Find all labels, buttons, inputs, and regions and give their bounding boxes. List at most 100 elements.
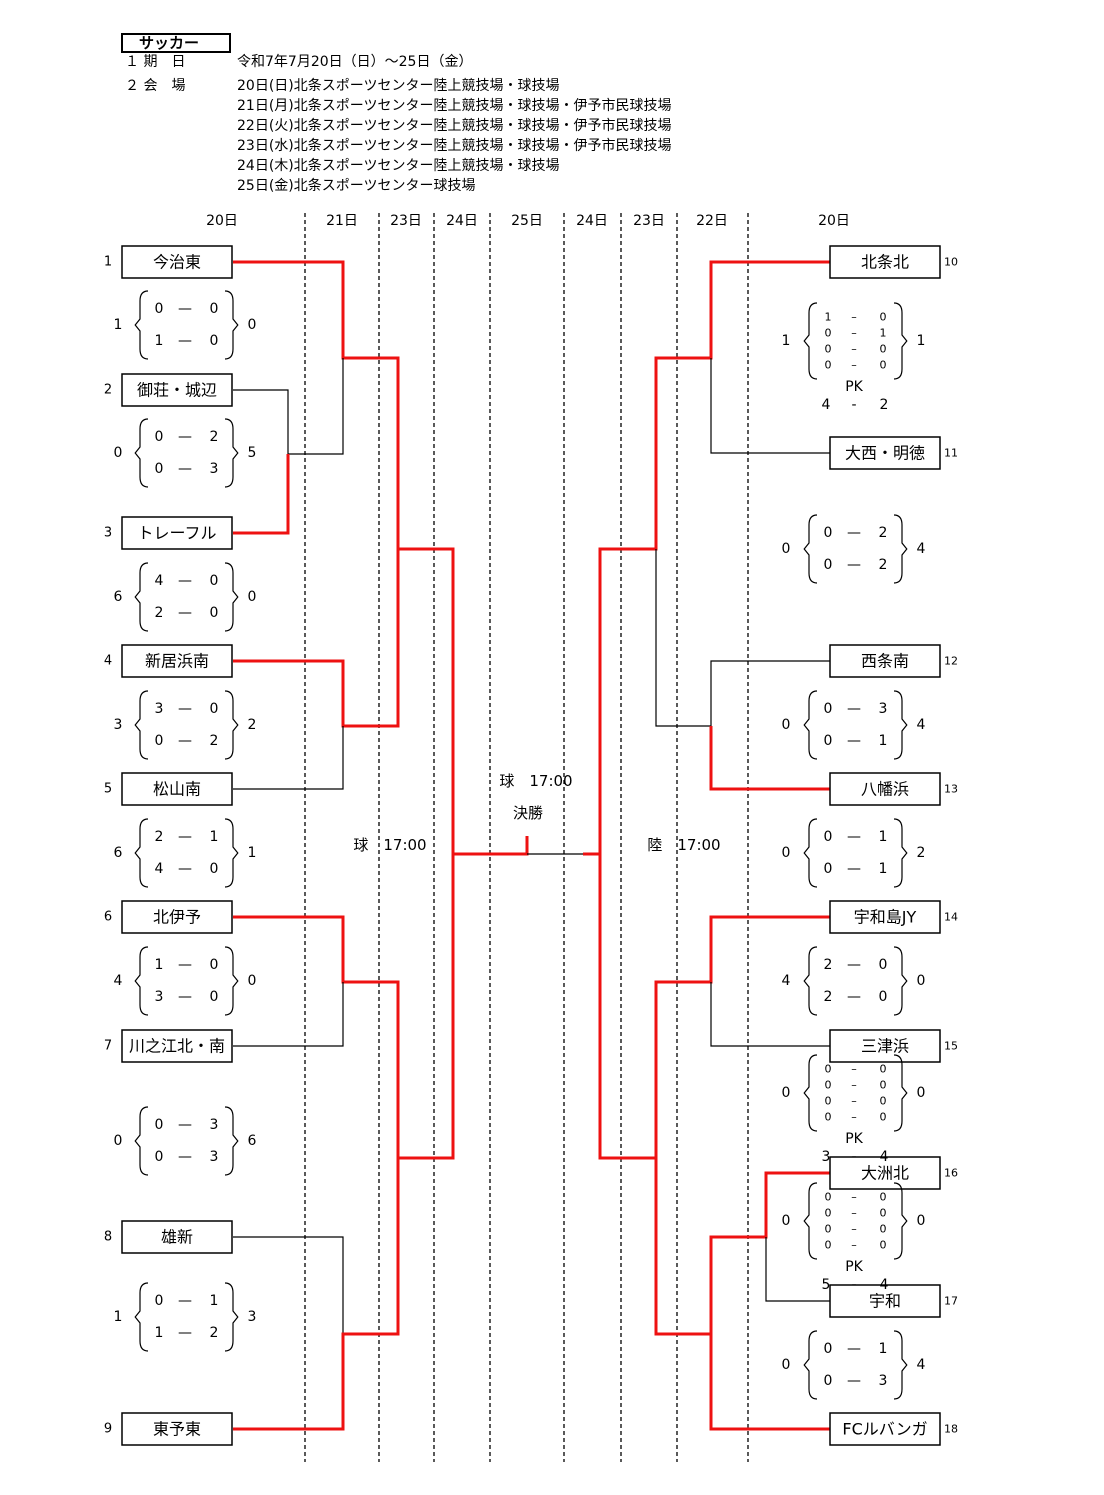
pk-label: PK <box>845 1259 863 1275</box>
score-dash: – <box>851 1239 857 1252</box>
bracket-paren-close <box>893 1330 908 1400</box>
venue-label: ２ 会 場 <box>125 78 186 94</box>
bracket-paren-close <box>224 1106 239 1176</box>
score-half-left: 0 <box>825 1095 832 1108</box>
score-dash: — <box>847 557 861 573</box>
bracket-paren-close <box>224 418 239 488</box>
score-total-left: 0 <box>782 1085 791 1101</box>
score-half-left: 0 <box>824 861 833 877</box>
score-half-right: 1 <box>210 829 219 845</box>
team-name: トレーフル <box>137 524 216 543</box>
score-dash: — <box>847 829 861 845</box>
team-number: 4 <box>104 654 112 669</box>
team-name: 北条北 <box>861 253 909 272</box>
score-dash: — <box>178 1293 192 1309</box>
day-header: 23日 <box>390 213 422 229</box>
score-total-left: 0 <box>114 1133 123 1149</box>
venue-line: 20日(日)北条スポーツセンター陸上競技場・球技場 <box>237 78 560 94</box>
bracket-line <box>765 1237 830 1302</box>
score-half-left: 0 <box>825 1191 832 1204</box>
score-half-left: 0 <box>155 301 164 317</box>
team-number: 5 <box>104 782 112 797</box>
team-number: 10 <box>944 256 958 269</box>
bracket-paren-close <box>893 690 908 760</box>
bracket-paren-close <box>224 818 239 888</box>
score-dash: — <box>178 605 192 621</box>
bracket-paren-open <box>803 1054 818 1132</box>
bracket-line <box>233 1236 344 1334</box>
score-half-right: 0 <box>210 989 219 1005</box>
team-name: 御荘・城辺 <box>137 381 217 400</box>
score-half-right: 0 <box>210 701 219 717</box>
score-total-right: 3 <box>248 1309 257 1325</box>
bracket-paren-close <box>893 514 908 584</box>
bracket-paren-close <box>893 302 908 380</box>
score-half-right: 3 <box>210 1149 219 1165</box>
score-half-left: 0 <box>155 733 164 749</box>
semifinal-right-time: 陸 17:00 <box>647 836 720 854</box>
score-half-right: 2 <box>879 525 888 541</box>
score-half-left: 3 <box>155 989 164 1005</box>
bracket-line <box>233 982 344 1047</box>
winner-line <box>233 854 455 1160</box>
score-half-left: 0 <box>824 525 833 541</box>
winner-line <box>233 1158 400 1431</box>
team-box <box>829 1029 941 1063</box>
score-half-left: 0 <box>824 1341 833 1357</box>
score-half-right: 1 <box>879 1341 888 1357</box>
bracket-paren-close <box>224 1282 239 1352</box>
score-half-right: 1 <box>210 1293 219 1309</box>
score-dash: — <box>178 573 192 589</box>
score-dash: — <box>847 1341 861 1357</box>
score-dash: — <box>847 701 861 717</box>
winner-line <box>233 454 290 535</box>
bracket-paren-open <box>803 946 818 1016</box>
team-name: 雄新 <box>161 1228 193 1247</box>
score-dash: – <box>851 1207 857 1220</box>
score-half-right: 0 <box>879 989 888 1005</box>
winner-line <box>709 726 830 791</box>
score-half-right: 0 <box>880 1223 887 1236</box>
score-total-right: 0 <box>917 1085 926 1101</box>
score-total-left: 6 <box>114 589 123 605</box>
score-half-right: 0 <box>880 359 887 372</box>
score-dash: — <box>178 1117 192 1133</box>
pk-score-right: 4 <box>880 1277 889 1293</box>
score-half-left: 1 <box>155 333 164 349</box>
team-number: 17 <box>944 1295 958 1308</box>
bracket-line <box>710 982 830 1047</box>
score-half-right: 1 <box>879 829 888 845</box>
score-total-right: 2 <box>248 717 257 733</box>
team-number: 9 <box>104 1422 112 1437</box>
bracket-paren-open <box>134 418 149 488</box>
bracket-paren-open <box>134 290 149 360</box>
pk-score-right: 2 <box>880 397 889 413</box>
team-number: 18 <box>944 1423 958 1436</box>
score-dash: — <box>847 957 861 973</box>
score-dash: — <box>178 829 192 845</box>
score-dash: – <box>851 343 857 356</box>
score-dash: — <box>178 333 192 349</box>
score-dash: – <box>851 1095 857 1108</box>
score-half-left: 0 <box>824 829 833 845</box>
score-half-left: 2 <box>824 989 833 1005</box>
bracket-paren-open <box>803 818 818 888</box>
team-number: 11 <box>944 447 958 460</box>
team-box <box>829 436 941 470</box>
bracket-paren-open <box>134 690 149 760</box>
team-box <box>829 772 941 806</box>
score-half-right: 0 <box>880 1239 887 1252</box>
score-half-right: 2 <box>879 557 888 573</box>
score-half-right: 0 <box>880 311 887 324</box>
team-name: FCルバンガ <box>842 1420 927 1439</box>
final-time: 球 17:00 <box>499 772 572 790</box>
score-total-right: 0 <box>917 1213 926 1229</box>
bracket-paren-open <box>803 690 818 760</box>
team-number: 12 <box>944 655 958 668</box>
venue-line: 24日(木)北条スポーツセンター陸上競技場・球技場 <box>237 158 560 174</box>
score-half-left: 4 <box>155 861 164 877</box>
score-dash: — <box>847 1373 861 1389</box>
score-total-left: 1 <box>114 317 123 333</box>
